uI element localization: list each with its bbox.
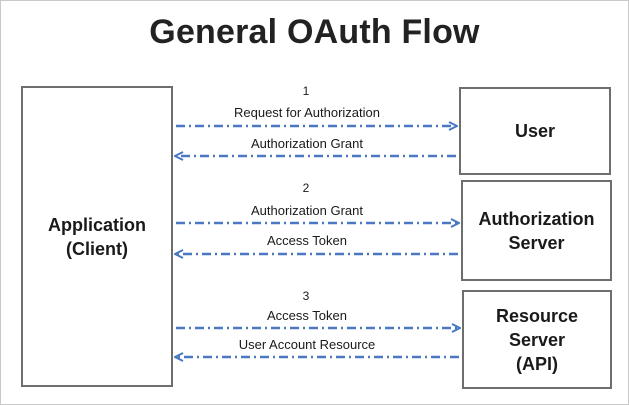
step-2-request-label: Authorization Grant xyxy=(250,203,363,218)
step-1-number: 1 xyxy=(302,84,310,98)
authorization-server-label: Authorization Server xyxy=(478,208,595,253)
step-3-number: 3 xyxy=(302,289,310,303)
user-box: User xyxy=(459,87,611,175)
step-3-response-label: User Account Resource xyxy=(238,337,376,352)
step-2-number: 2 xyxy=(302,181,310,195)
step-2-response-label: Access Token xyxy=(267,233,347,248)
resource-server-label: Resource Server (API) xyxy=(495,305,579,374)
user-label: User xyxy=(514,121,556,141)
client-label: Application (Client) xyxy=(48,214,146,259)
authorization-server-box: Authorization Server xyxy=(461,180,612,281)
diagram-title: General OAuth Flow xyxy=(149,13,480,51)
resource-server-box: Resource Server (API) xyxy=(462,290,612,389)
step-3-request-label: Access Token xyxy=(267,308,347,323)
step-1-request-label: Request for Authorization xyxy=(234,105,380,120)
client-box: Application (Client) xyxy=(21,86,173,387)
step-1-response-label: Authorization Grant xyxy=(250,136,363,151)
